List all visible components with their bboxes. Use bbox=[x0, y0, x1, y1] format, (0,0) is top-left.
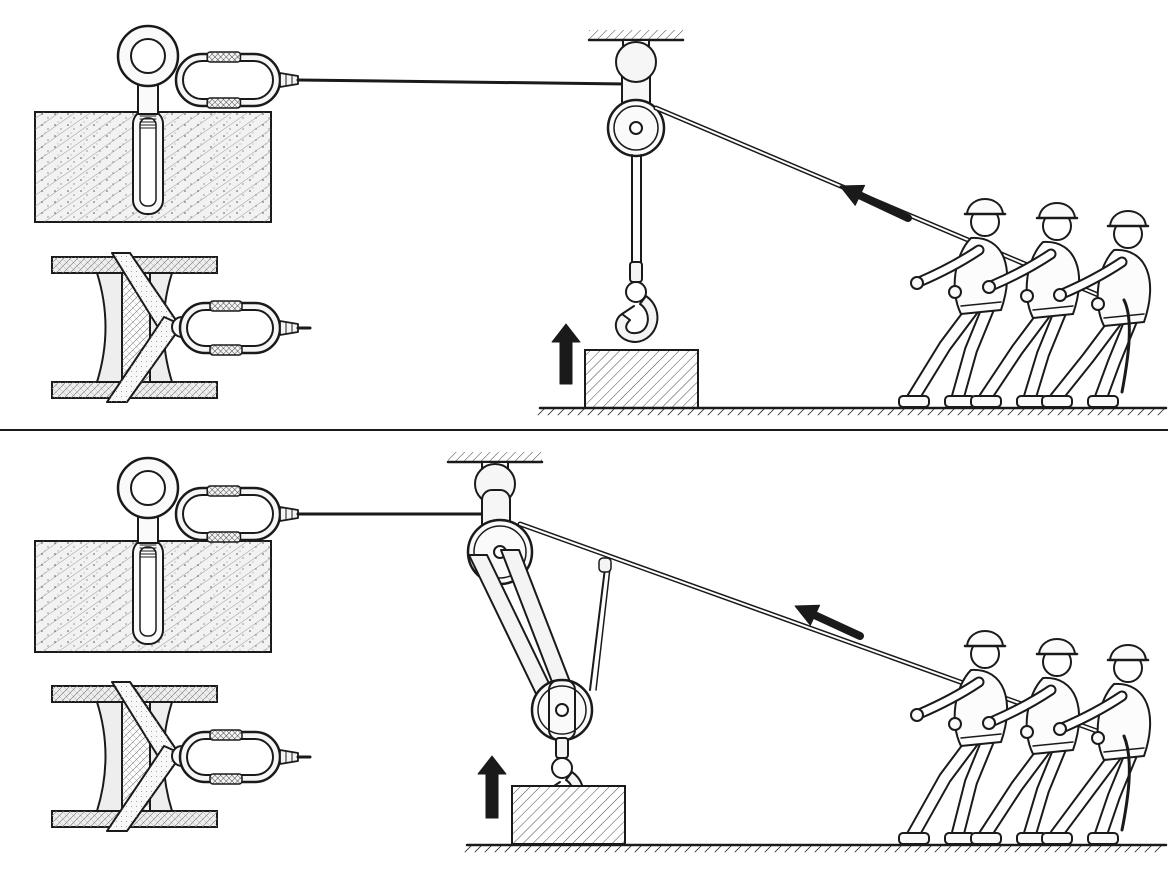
load-crate bbox=[584, 349, 699, 409]
eye-carabiner bbox=[174, 485, 282, 543]
pull-rope bbox=[517, 521, 1111, 738]
load-up-arrow bbox=[551, 323, 581, 385]
worker-1 bbox=[898, 630, 1009, 845]
eye-bolt bbox=[116, 24, 180, 215]
boot bbox=[1041, 395, 1073, 408]
hard-hat bbox=[1038, 202, 1076, 219]
hard-hat bbox=[1109, 644, 1147, 661]
hand bbox=[948, 285, 962, 299]
hand bbox=[1053, 722, 1067, 736]
lifting-hook bbox=[614, 261, 659, 343]
rope-thimble bbox=[279, 72, 299, 88]
boot bbox=[898, 395, 930, 408]
i-beam-anchor bbox=[51, 681, 312, 832]
boot bbox=[898, 832, 930, 845]
load-crate bbox=[511, 785, 626, 845]
boot bbox=[1087, 832, 1119, 845]
hand bbox=[1091, 297, 1105, 311]
pull-direction-arrow bbox=[794, 604, 864, 640]
boot bbox=[970, 395, 1002, 408]
hand bbox=[910, 276, 924, 290]
worker-3 bbox=[1041, 644, 1152, 845]
hard-hat bbox=[966, 630, 1004, 647]
rope-thimble bbox=[279, 320, 299, 336]
block-and-tackle-panel bbox=[34, 452, 1168, 853]
worker-1 bbox=[898, 198, 1009, 408]
lower-block-pulley bbox=[530, 678, 594, 742]
hard-hat bbox=[966, 198, 1004, 215]
rope-thimble bbox=[279, 749, 299, 765]
load-up-arrow bbox=[477, 755, 507, 819]
rope-clamp bbox=[598, 557, 612, 573]
worker-2 bbox=[970, 638, 1081, 845]
hand bbox=[1053, 288, 1067, 302]
hand bbox=[982, 716, 996, 730]
rope-thimble bbox=[279, 506, 299, 522]
eye-carabiner bbox=[174, 51, 282, 109]
ground-line bbox=[537, 406, 1168, 416]
ground-line bbox=[464, 843, 1168, 853]
top-pulley bbox=[606, 98, 666, 158]
hand bbox=[1020, 725, 1034, 739]
worker-2 bbox=[970, 202, 1081, 408]
boot bbox=[1041, 832, 1073, 845]
eye-bolt bbox=[116, 456, 180, 645]
boot bbox=[970, 832, 1002, 845]
hand bbox=[910, 708, 924, 722]
pull-direction-arrow bbox=[839, 184, 912, 222]
boot bbox=[1087, 395, 1119, 408]
beam-carabiner bbox=[178, 300, 282, 356]
i-beam-anchor bbox=[51, 252, 312, 403]
beam-carabiner bbox=[178, 729, 282, 785]
hand bbox=[948, 717, 962, 731]
hand bbox=[1020, 289, 1034, 303]
hard-hat bbox=[1109, 210, 1147, 227]
worker-3 bbox=[1041, 210, 1152, 408]
hand bbox=[982, 280, 996, 294]
hand bbox=[1091, 731, 1105, 745]
single-pulley-panel bbox=[34, 24, 1168, 416]
hard-hat bbox=[1038, 638, 1076, 655]
